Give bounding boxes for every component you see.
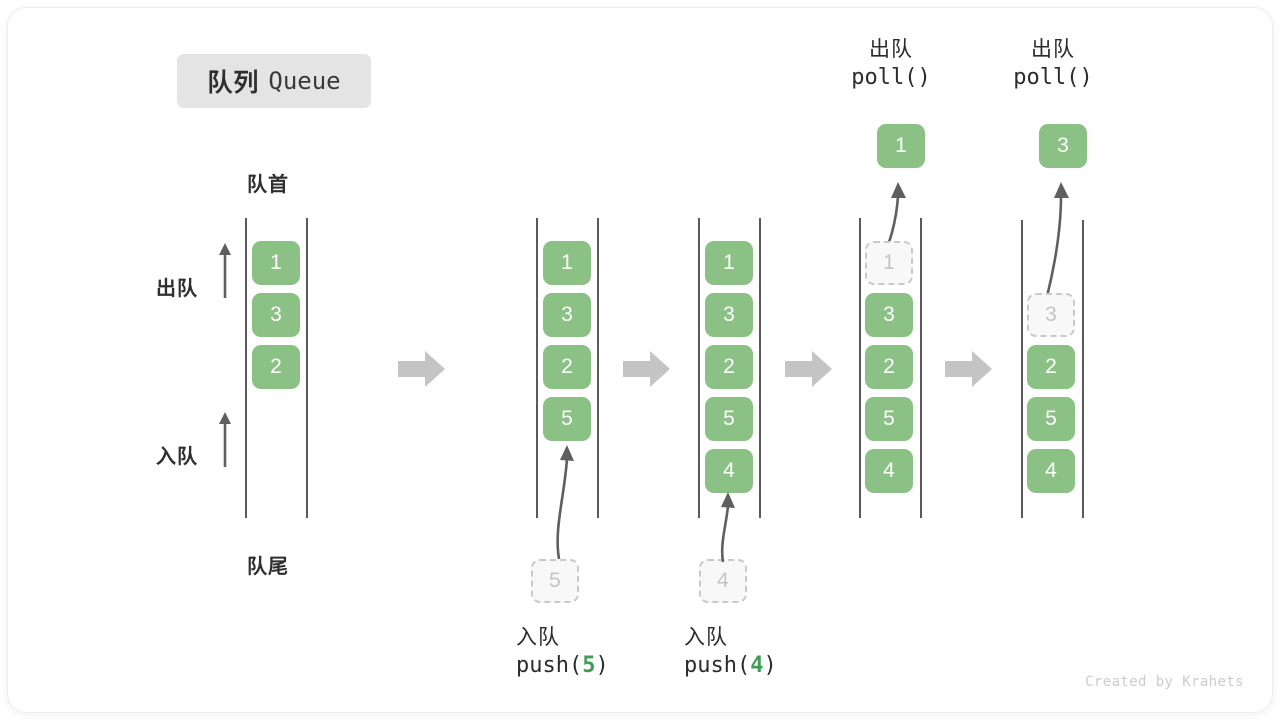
stage-push-5-cell-0: 1 [543, 241, 591, 285]
stage-push-4-cell-0: 1 [705, 241, 753, 285]
stage-poll-1-cell-2: 5 [865, 397, 913, 441]
stage-initial-cell-1: 3 [252, 293, 300, 337]
stage-push-4-op-code: push(4) [684, 651, 804, 681]
dequeue-side-label: 出队 [156, 278, 198, 300]
stage-push-5-code-prefix: push( [516, 652, 583, 678]
diagram-title-badge: 队列 Queue [177, 54, 371, 108]
stage-poll-1-code-prefix: poll( [851, 64, 918, 90]
stage-poll-1-rail-left [859, 218, 861, 518]
stage-poll-3-cell-1: 5 [1027, 397, 1075, 441]
flow-arrow-3-icon [785, 351, 832, 387]
stage-push-4-cell-2: 2 [705, 345, 753, 389]
stage-push-5-op-label: 入队 push(5) [516, 626, 636, 680]
stage-push-5-cell-1: 3 [543, 293, 591, 337]
stage-poll-3-op-cn: 出队 [1031, 38, 1075, 61]
stage-push-5-ghost-cell: 5 [531, 559, 579, 603]
stage-push-4-insert-arrow-icon [720, 492, 735, 563]
stage-push-4-cell-1: 3 [705, 293, 753, 337]
enqueue-up-arrow-icon [219, 412, 231, 467]
stage-push-4-code-arg: 4 [750, 652, 764, 678]
stage-push-5-cell-2: 2 [543, 345, 591, 389]
stage-poll-3-cell-0: 2 [1027, 345, 1075, 389]
stage-push-5-cell-3: 5 [543, 397, 591, 441]
stage-push-5-op-code: push(5) [516, 651, 636, 681]
tail-label: 队尾 [247, 556, 289, 578]
stage-push-5-op-cn: 入队 [516, 626, 560, 649]
stage-push-4-code-prefix: push( [684, 652, 751, 678]
stage-poll-3-code-prefix: poll( [1013, 64, 1080, 90]
stage-poll-1-cell-0: 3 [865, 293, 913, 337]
enqueue-side-label: 入队 [156, 446, 198, 468]
stage-poll-1-op-cn: 出队 [869, 38, 913, 61]
stage-push-5-code-suffix: ) [595, 652, 609, 678]
watermark: Created by Krahets [1085, 674, 1244, 690]
stage-push-5-rail-left [536, 218, 538, 518]
stage-poll-1-popped-cell: 1 [877, 124, 925, 168]
stage-push-4-cell-4: 4 [705, 449, 753, 493]
stage-push-5-insert-arrow-icon [556, 445, 574, 560]
stage-initial-cell-2: 2 [252, 345, 300, 389]
stage-poll-1-cell-1: 2 [865, 345, 913, 389]
stage-initial-rail-left [245, 218, 247, 518]
stage-push-4-rail-right [759, 218, 761, 518]
stage-poll-1-cell-3: 4 [865, 449, 913, 493]
stage-push-4-code-suffix: ) [763, 652, 777, 678]
stage-push-4-cell-3: 5 [705, 397, 753, 441]
stage-poll-3-rail-left [1021, 220, 1023, 518]
stage-poll-1-ghost-cell: 1 [865, 241, 913, 285]
stage-poll-1-op-label: 出队 poll() [831, 38, 951, 92]
stage-poll-3-op-label: 出队 poll() [993, 38, 1113, 92]
title-en: Queue [268, 67, 341, 95]
stage-push-5-code-arg: 5 [582, 652, 596, 678]
stage-initial-rail-right [306, 218, 308, 518]
stage-poll-3-popped-cell: 3 [1039, 124, 1087, 168]
stage-push-4-op-label: 入队 push(4) [684, 626, 804, 680]
stage-initial-cell-0: 1 [252, 241, 300, 285]
stage-push-4-rail-left [698, 218, 700, 518]
stage-poll-3-code-suffix: ) [1079, 64, 1093, 90]
stage-poll-1-op-code: poll() [831, 63, 951, 93]
stage-push-4-op-cn: 入队 [684, 626, 728, 649]
stage-poll-3-op-code: poll() [993, 63, 1113, 93]
title-cn: 队列 [207, 69, 260, 97]
head-label: 队首 [247, 174, 289, 196]
stage-poll-3-ghost-cell: 3 [1027, 293, 1075, 337]
flow-arrow-4-icon [945, 351, 992, 387]
stage-poll-1-code-suffix: ) [917, 64, 931, 90]
stage-poll-1-rail-right [920, 218, 922, 518]
flow-arrow-2-icon [623, 351, 670, 387]
flow-arrow-1-icon [398, 351, 445, 387]
stage-poll-3-rail-right [1082, 220, 1084, 518]
stage-push-5-rail-right [597, 218, 599, 518]
diagram-card: 队列 Queue 队首 1 3 2 出队 入队 队尾 1 3 2 5 5 [8, 8, 1272, 712]
dequeue-up-arrow-icon [219, 243, 231, 298]
stage-poll-3-cell-2: 4 [1027, 449, 1075, 493]
